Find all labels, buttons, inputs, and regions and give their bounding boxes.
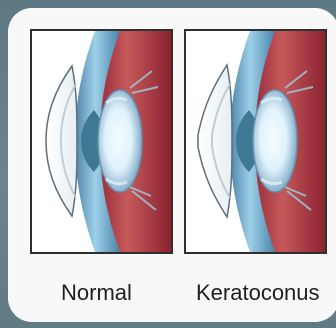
lens [98, 90, 142, 192]
keratoconus-eye-panel [184, 29, 327, 254]
normal-label: Normal [61, 281, 132, 305]
diagram-card: Normal Keratoconus [8, 8, 336, 322]
keratoconus-eye-illustration [186, 31, 325, 252]
normal-eye-illustration [32, 31, 171, 252]
keratoconus-label: Keratoconus [196, 281, 320, 305]
normal-eye-panel [30, 29, 173, 254]
lens [253, 90, 297, 192]
